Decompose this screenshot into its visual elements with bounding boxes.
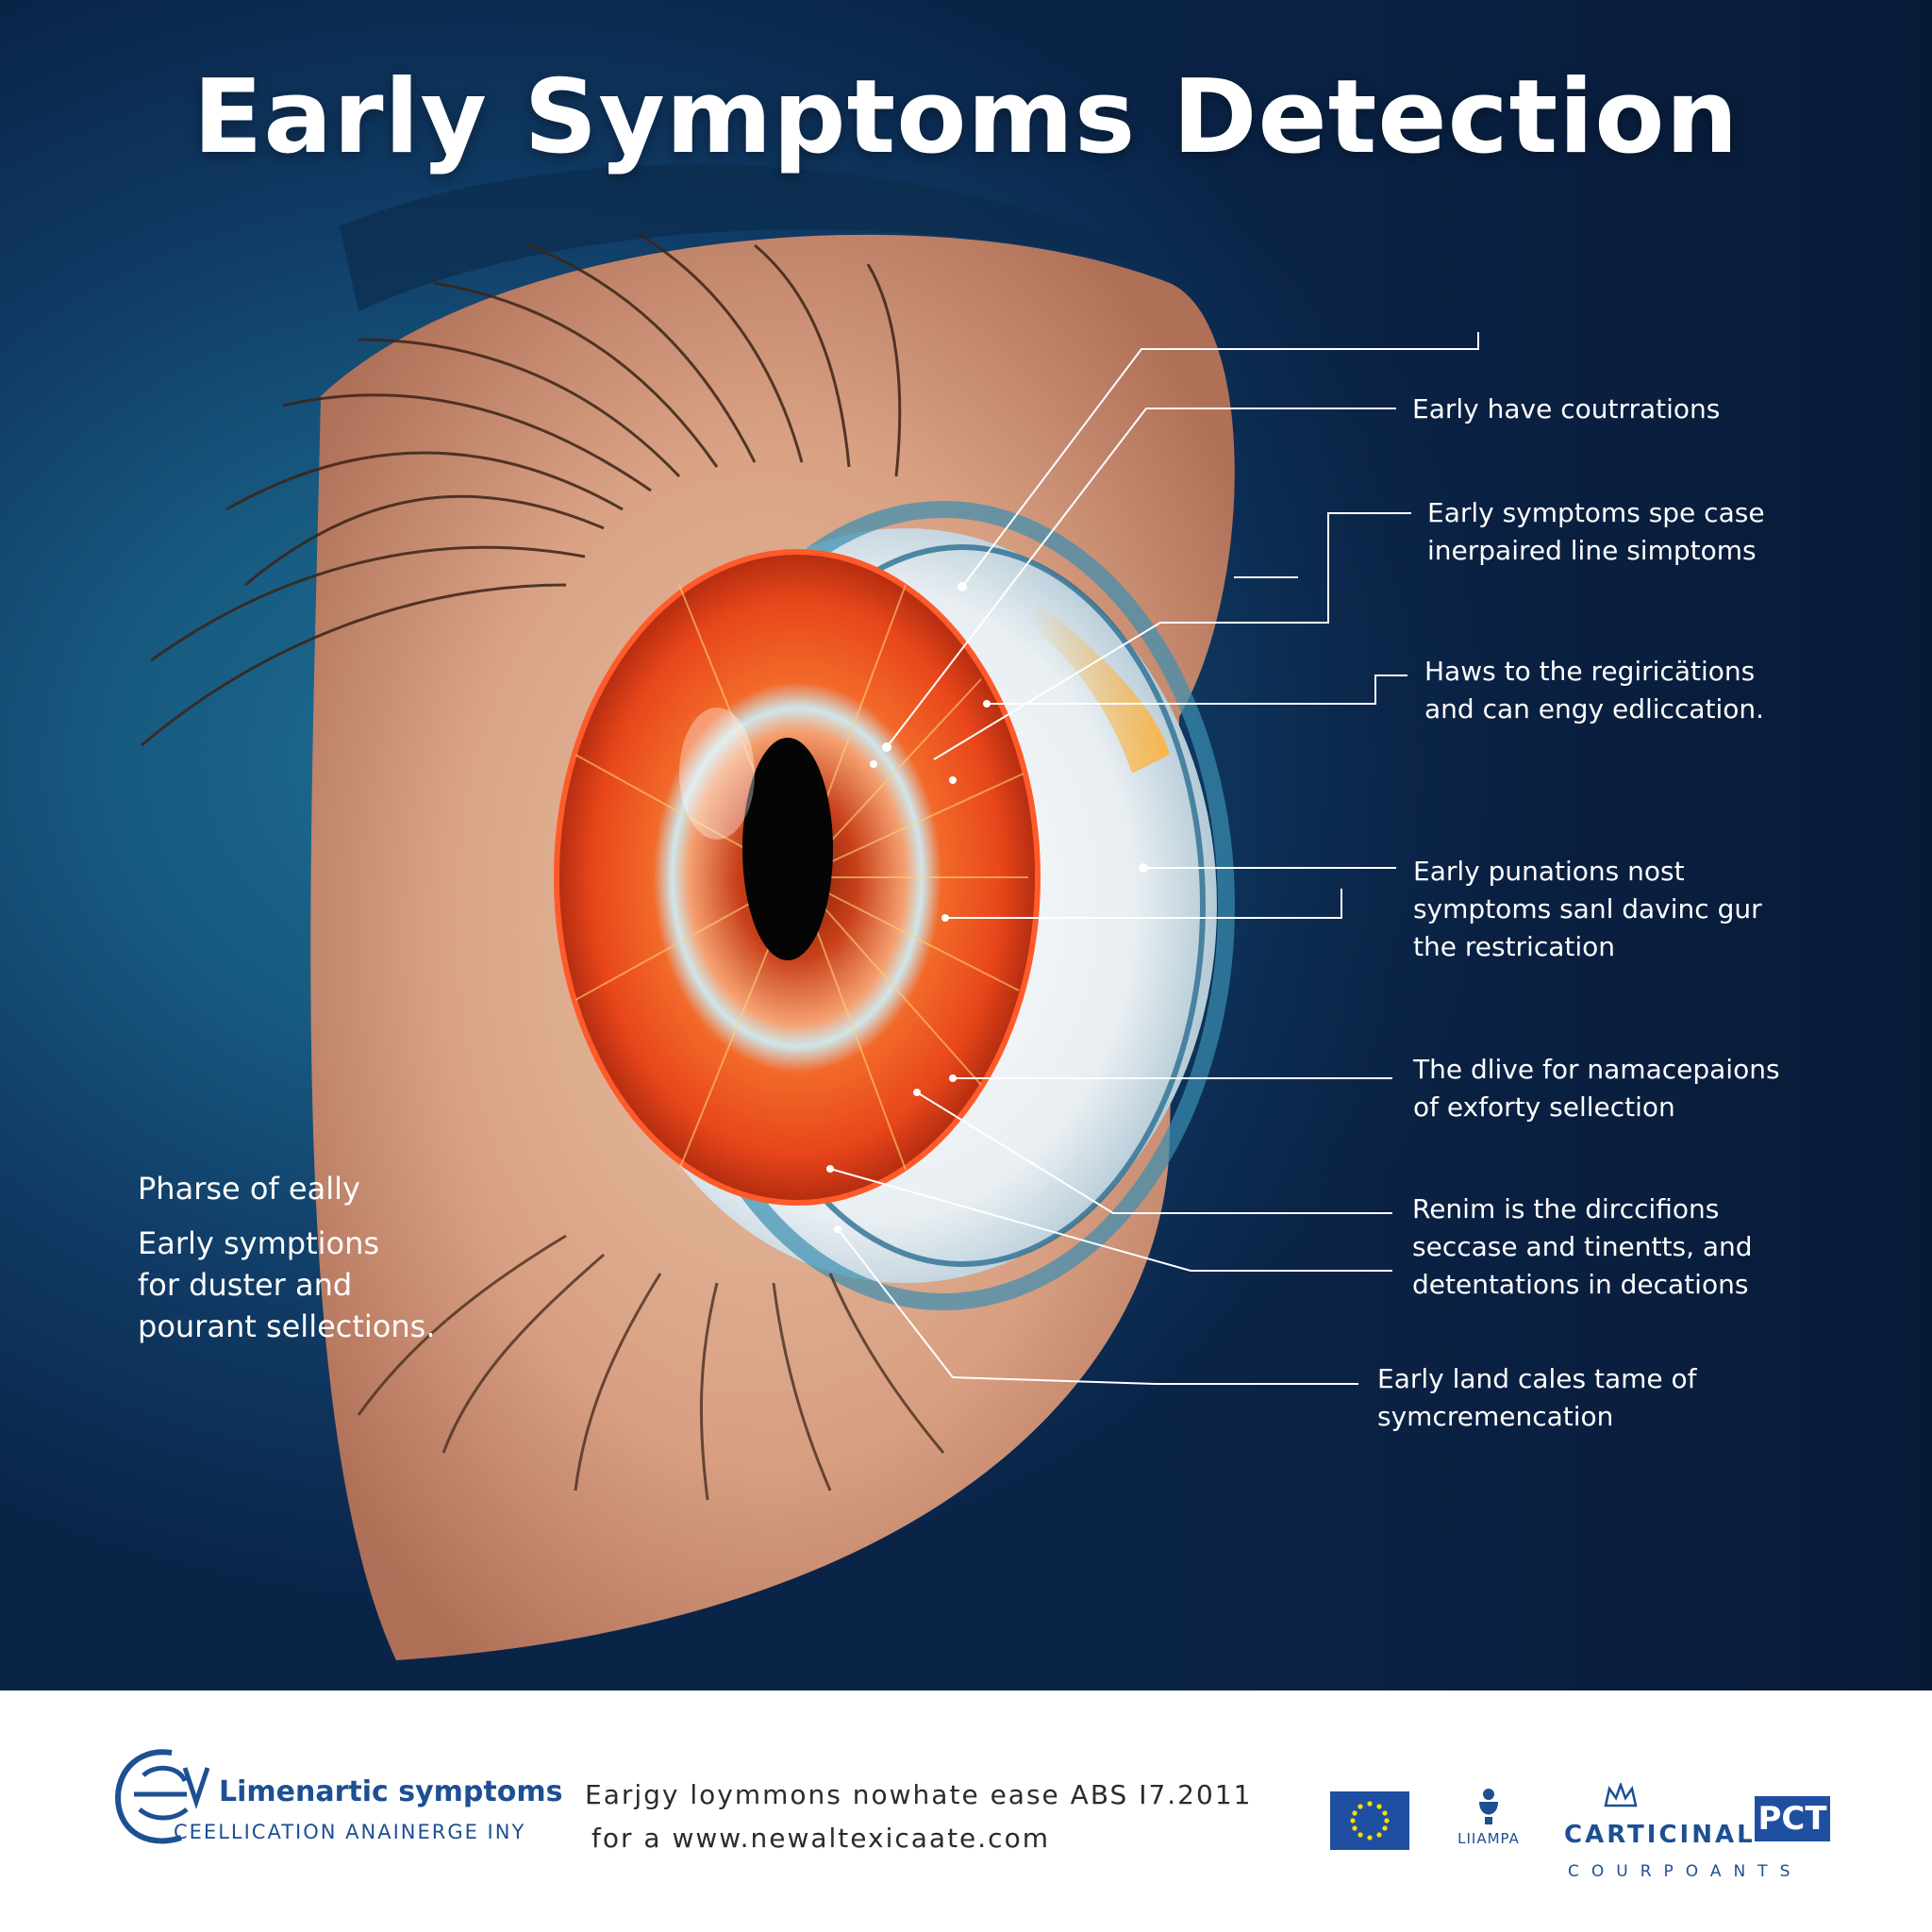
footer: Limenartic symptoms CEELLICATION ANAINER… bbox=[0, 1690, 1932, 1932]
callout-dot bbox=[958, 582, 967, 591]
footer-info-line: for a www.newaltexicaate.com bbox=[591, 1823, 1050, 1854]
callout-dots bbox=[826, 582, 1148, 1233]
callout-line: Haws to the regiricätions bbox=[1424, 656, 1756, 687]
callout-dot bbox=[913, 1089, 921, 1096]
pct-logo: PCT bbox=[1755, 1796, 1830, 1841]
callout-leader-lines bbox=[826, 332, 1479, 1385]
liampa-label: LIIAMPA bbox=[1457, 1830, 1520, 1847]
callout-line: symptoms sanl davinc gur bbox=[1413, 893, 1762, 924]
callout-5: The dlive for namacepaions of exforty se… bbox=[1413, 1051, 1780, 1126]
callout-dot bbox=[870, 760, 877, 768]
callout-1: Early have coutrrations bbox=[1412, 391, 1720, 428]
leader-line-1 bbox=[886, 408, 1396, 748]
callout-line: Early symptoms spe case bbox=[1427, 497, 1765, 528]
leader-line-top-frame bbox=[961, 332, 1479, 588]
leader-line-4-tick bbox=[945, 889, 1342, 919]
courpoants-logo-text: COURPOANTS bbox=[1568, 1862, 1803, 1881]
leader-line-6b bbox=[829, 1168, 1392, 1272]
callout-dot bbox=[834, 1225, 841, 1233]
footer-info-line: Earjgy loymmons nowhate ease ABS I7.2011 bbox=[585, 1779, 1253, 1810]
callout-6: Renim is the dirccifions seccase and tin… bbox=[1412, 1191, 1753, 1304]
brand-subtitle: CEELLICATION ANAINERGE INY bbox=[174, 1821, 526, 1843]
callout-dot bbox=[949, 776, 957, 784]
callout-line: The dlive for namacepaions bbox=[1413, 1054, 1780, 1085]
callout-dot bbox=[1139, 863, 1148, 873]
background-shade bbox=[1113, 0, 1932, 1690]
callout-line: seccase and tinentts, and bbox=[1412, 1231, 1753, 1262]
brand-logo-icon bbox=[115, 1749, 209, 1844]
liampa-logo: LIIAMPA bbox=[1449, 1781, 1528, 1857]
leader-line-2 bbox=[933, 512, 1411, 760]
callout-dot bbox=[882, 742, 891, 752]
callout-line: detentations in decations bbox=[1412, 1269, 1749, 1300]
callout-dot bbox=[949, 1074, 957, 1082]
left-note-heading: Pharse of eally bbox=[138, 1171, 360, 1207]
left-note-line: pourant sellections. bbox=[138, 1308, 436, 1344]
page-title: Early Symptoms Detection bbox=[192, 58, 1740, 176]
left-note-line: for duster and bbox=[138, 1267, 353, 1303]
eye-illustration bbox=[141, 234, 1235, 1660]
carticinal-logo-text: CARTICINAL bbox=[1564, 1821, 1756, 1849]
callout-7: Early land cales tame of symcremencation bbox=[1377, 1360, 1697, 1436]
leader-line-7 bbox=[839, 1230, 1358, 1385]
callout-2: Early symptoms spe case inerpaired line … bbox=[1427, 494, 1765, 570]
callout-line: and can engy edliccation. bbox=[1424, 693, 1765, 724]
callout-3: Haws to the regiricätions and can engy e… bbox=[1424, 653, 1764, 728]
left-note-line: Early symptions bbox=[138, 1225, 380, 1261]
footer-info: Earjgy loymmons nowhate ease ABS I7.2011… bbox=[585, 1774, 1253, 1860]
left-note: Pharse of eally Early symptions for dust… bbox=[138, 1168, 436, 1347]
callout-dot bbox=[826, 1165, 834, 1173]
leader-line-6 bbox=[916, 1091, 1392, 1214]
callout-4: Early punations nost symptoms sanl davin… bbox=[1413, 853, 1762, 966]
callout-line: of exforty sellection bbox=[1413, 1091, 1675, 1123]
callout-line: Early land cales tame of bbox=[1377, 1363, 1697, 1394]
callout-line: Early have coutrrations bbox=[1412, 393, 1721, 425]
eu-flag-icon bbox=[1330, 1791, 1409, 1850]
callout-dot bbox=[983, 700, 991, 708]
liampa-emblem-icon bbox=[1479, 1789, 1498, 1824]
callout-line: the restrication bbox=[1413, 931, 1616, 962]
callout-dot bbox=[941, 914, 949, 922]
callout-line: inerpaired line simptoms bbox=[1427, 535, 1757, 566]
leader-line-3 bbox=[986, 675, 1407, 705]
callout-line: symcremencation bbox=[1377, 1401, 1614, 1432]
callout-line: Early punations nost bbox=[1413, 856, 1685, 887]
crown-icon bbox=[1604, 1783, 1638, 1807]
brand: Limenartic symptoms CEELLICATION ANAINER… bbox=[106, 1740, 562, 1862]
callout-line: Renim is the dirccifions bbox=[1412, 1193, 1720, 1224]
brand-name: Limenartic symptoms bbox=[219, 1775, 563, 1808]
